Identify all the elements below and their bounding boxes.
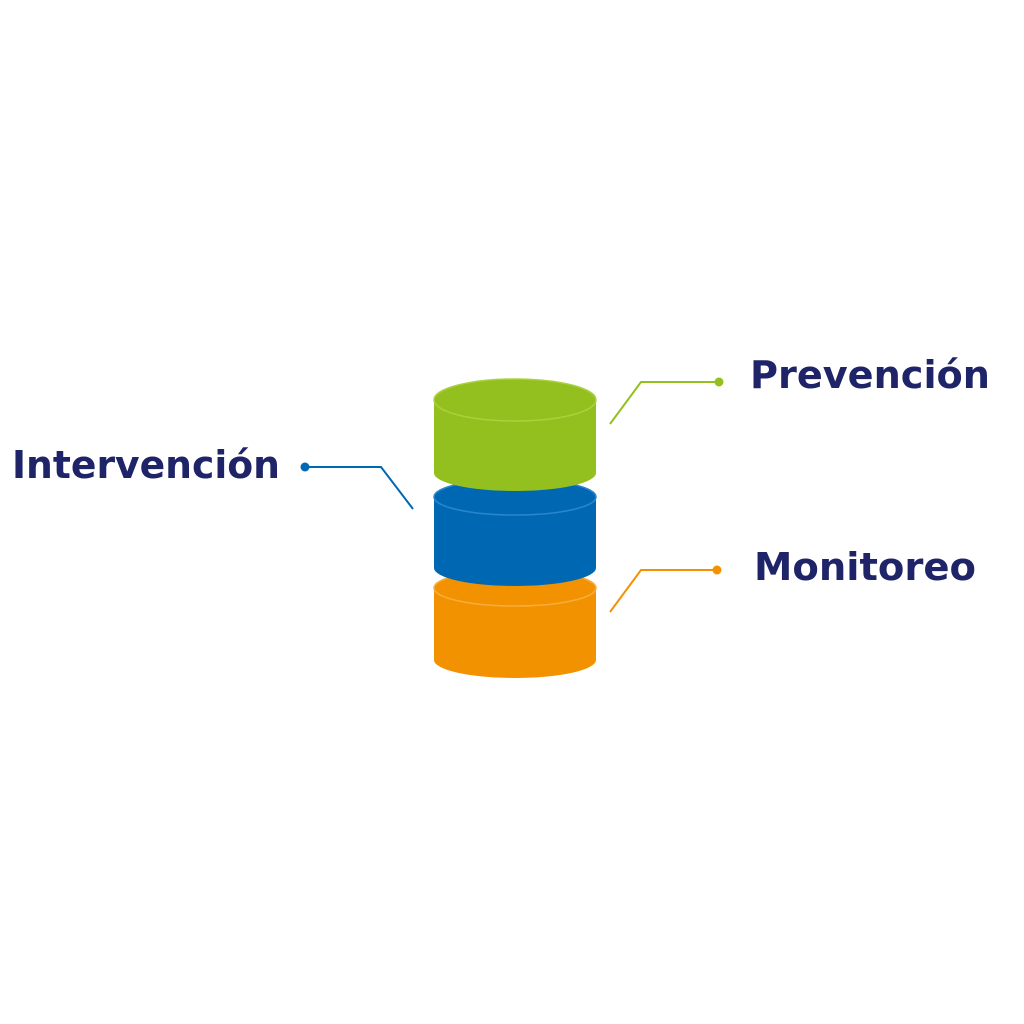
cylinder-layer-monitoreo	[433, 569, 597, 678]
connector-prevencion	[609, 377, 724, 425]
label-monitoreo: Monitoreo	[754, 545, 976, 589]
cylinder-layer-prevencion	[433, 378, 597, 491]
monitoreo-cylinder-body	[434, 588, 596, 678]
label-intervencion: Intervención	[12, 443, 280, 487]
connector-line-prevencion	[609, 381, 719, 425]
prevencion-cylinder-top	[433, 378, 597, 422]
prevencion-cylinder-body	[434, 400, 596, 491]
label-prevencion: Prevención	[750, 353, 990, 397]
connector-line-intervencion	[305, 466, 414, 510]
connector-dot-prevencion	[714, 377, 724, 387]
connector-line-monitoreo	[609, 569, 717, 613]
cylinder-layer-intervencion	[433, 478, 597, 586]
intervencion-cylinder-body	[434, 497, 596, 586]
connector-monitoreo	[609, 565, 722, 613]
connector-dot-monitoreo	[712, 565, 722, 575]
connector-dot-intervencion	[300, 462, 310, 472]
connector-intervencion	[300, 462, 414, 510]
